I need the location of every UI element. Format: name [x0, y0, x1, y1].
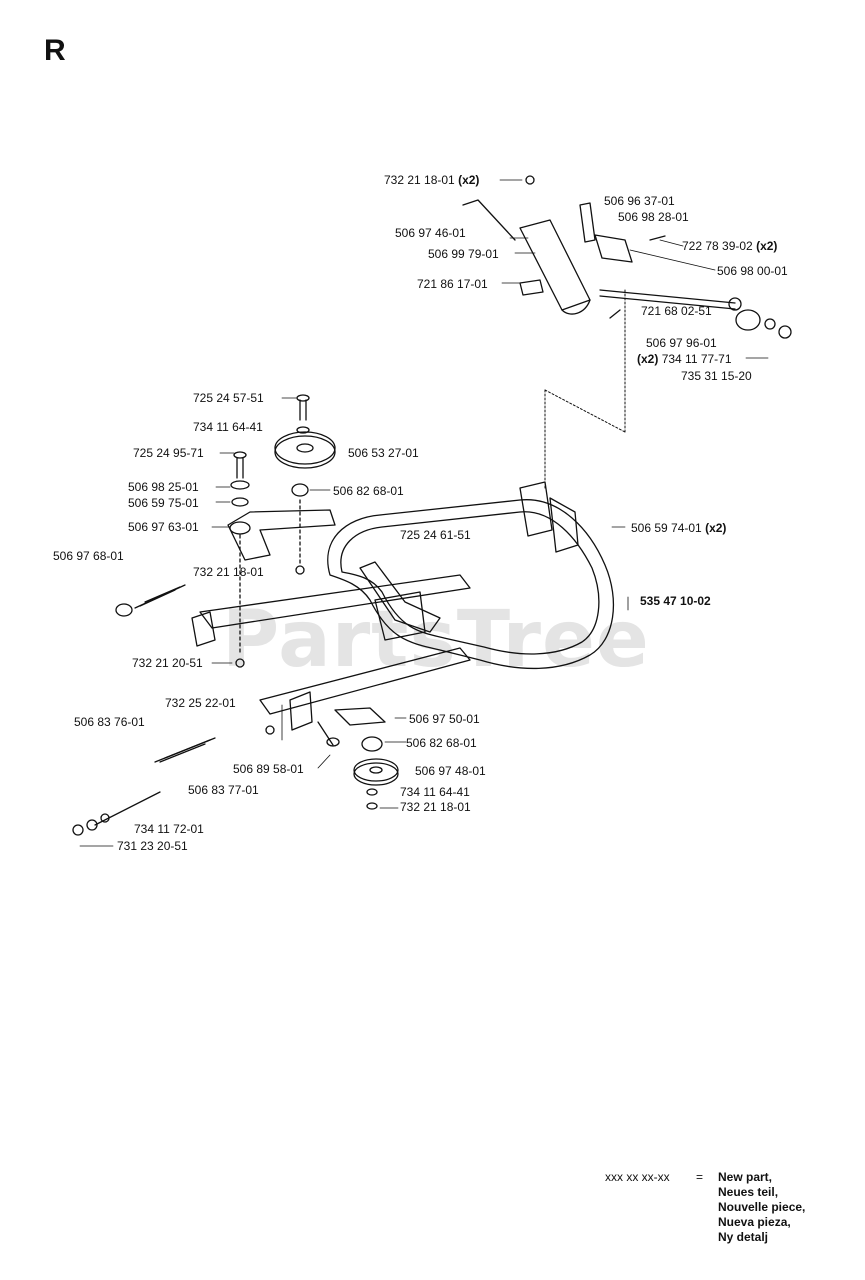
part-label: 732 25 22-01 — [165, 696, 236, 710]
assembly-connector-lines — [544, 289, 626, 491]
part-label: 506 97 48-01 — [415, 764, 486, 778]
part-label: 725 24 61-51 — [400, 528, 471, 542]
part-label: 506 97 96-01 — [646, 336, 717, 350]
part-label: 506 53 27-01 — [348, 446, 419, 460]
part-label: 506 96 37-01 — [604, 194, 675, 208]
part-label: 506 83 77-01 — [188, 783, 259, 797]
part-label: 731 23 20-51 — [117, 839, 188, 853]
legend-code: xxx xx xx-xx — [605, 1170, 670, 1184]
legend-line: Neues teil, — [718, 1185, 779, 1199]
part-label: 506 98 28-01 — [618, 210, 689, 224]
legend-line: Nueva pieza, — [718, 1215, 791, 1229]
part-label: 506 98 25-01 — [128, 480, 199, 494]
main-frame — [191, 481, 615, 731]
part-label: 506 83 76-01 — [74, 715, 145, 729]
part-label: 734 11 64-41 — [193, 420, 263, 434]
part-label: 506 97 46-01 — [395, 226, 466, 240]
part-label: 506 98 00-01 — [717, 264, 788, 278]
part-label: 506 82 68-01 — [406, 736, 477, 750]
section-letter: R — [44, 34, 66, 67]
part-label: 725 24 57-51 — [193, 391, 264, 405]
part-label: 732 21 18-01 — [193, 565, 264, 579]
part-label: 735 31 15-20 — [681, 369, 752, 383]
left-pulley-assembly — [227, 394, 336, 668]
upper-lever-assembly — [462, 175, 792, 339]
lower-pulley-assembly — [72, 707, 399, 836]
part-label: 732 21 18-01 — [400, 800, 471, 814]
part-label: 732 21 20-51 — [132, 656, 203, 670]
legend-line: Nouvelle piece, — [718, 1200, 806, 1214]
legend-description: New part, Neues teil, Nouvelle piece, Nu… — [718, 1170, 805, 1245]
part-label: 734 11 64-41 — [400, 785, 470, 799]
part-label: 506 99 79-01 — [428, 247, 499, 261]
part-label: 506 97 63-01 — [128, 520, 199, 534]
part-label: 722 78 39-02 (x2) — [682, 239, 778, 253]
part-label: (x2) 734 11 77-71 — [637, 352, 732, 366]
part-label: 725 24 95-71 — [133, 446, 204, 460]
part-label: 732 21 18-01 (x2) — [384, 173, 480, 187]
part-label: 506 97 68-01 — [53, 549, 124, 563]
part-label: 721 68 02-51 — [641, 304, 712, 318]
left-spring — [115, 584, 186, 617]
part-label: 506 97 50-01 — [409, 712, 480, 726]
legend-line: New part, — [718, 1170, 773, 1184]
legend-line: Ny detalj — [718, 1230, 769, 1244]
legend-equals: = — [696, 1170, 704, 1184]
part-label: 721 86 17-01 — [417, 277, 488, 291]
part-label-frame: 535 47 10-02 — [640, 594, 711, 608]
part-label: 734 11 72-01 — [134, 822, 204, 836]
part-label: 506 59 75-01 — [128, 496, 199, 510]
part-label: 506 59 74-01 (x2) — [631, 521, 727, 535]
leader-lines — [79, 179, 769, 847]
part-label: 506 89 58-01 — [233, 762, 304, 776]
part-label: 506 82 68-01 — [333, 484, 404, 498]
